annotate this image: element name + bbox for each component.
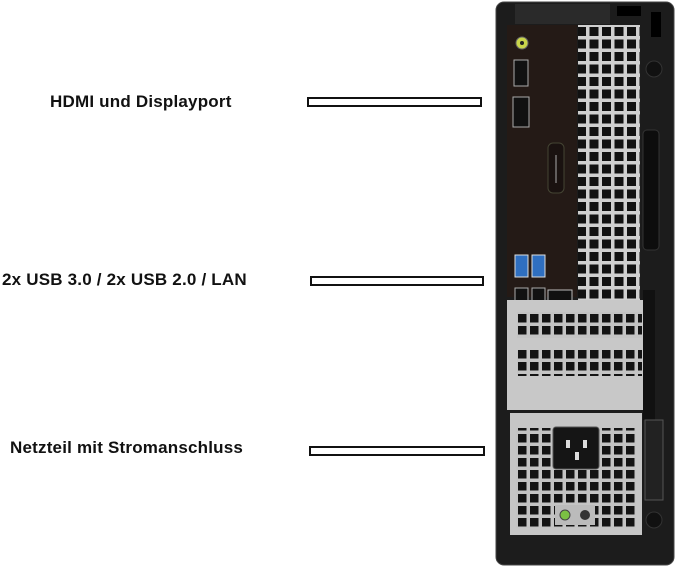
psu-test-button xyxy=(580,510,590,520)
hdmi-port xyxy=(513,59,529,87)
screw-icon xyxy=(645,60,663,78)
callout-pointer-hdmi-displayport xyxy=(307,97,482,107)
power-socket xyxy=(552,426,600,470)
callout-pointer-usb-lan xyxy=(310,276,484,286)
usb3-port-2 xyxy=(531,254,546,278)
callout-label-usb-lan: 2x USB 3.0 / 2x USB 2.0 / LAN xyxy=(2,270,247,289)
usb3-port-1 xyxy=(514,254,529,278)
screw-icon xyxy=(645,511,663,529)
callout-label-power-supply: Netzteil mit Stromanschluss xyxy=(10,438,244,457)
vent-grille xyxy=(578,25,640,322)
displayport-port xyxy=(512,96,530,128)
callout-pointer-power-supply xyxy=(309,446,485,456)
callout-label-hdmi-displayport: HDMI und Displayport xyxy=(50,92,232,111)
psu-led xyxy=(559,509,571,521)
